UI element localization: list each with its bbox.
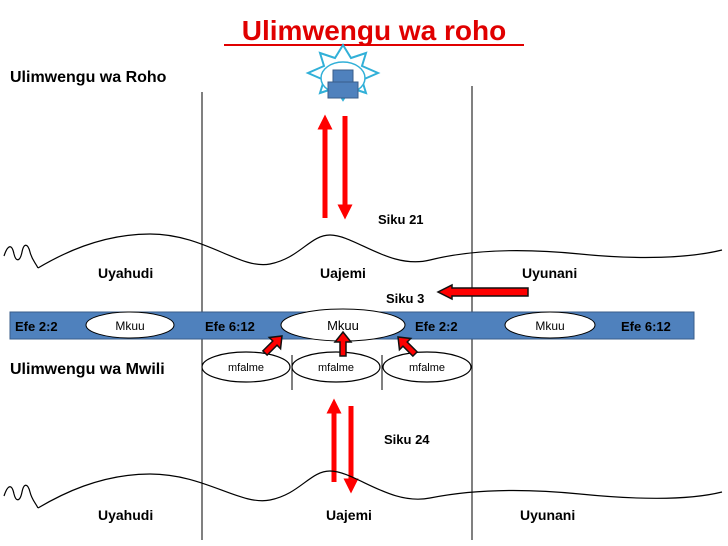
throne-sun-icon: [305, 43, 381, 102]
kingdom-lower-3: Uyunani: [520, 507, 575, 523]
lower-wave-squiggle: [3, 484, 39, 509]
page-title: Ulimwengu wa roho: [242, 15, 506, 46]
king-oval-3: [382, 351, 472, 383]
king-oval-2: [291, 351, 381, 383]
king-label-2: mfalme: [318, 362, 354, 374]
arrow-left-middle: [436, 283, 529, 301]
arrow-king-1: [261, 335, 283, 357]
arrow-king-3: [397, 336, 419, 358]
kingdom-upper-3: Uyunani: [522, 265, 577, 281]
mkuu-label-1: Mkuu: [115, 319, 144, 333]
band-ref-2: Efe 6:12: [205, 319, 255, 334]
upper-wave-squiggle: [3, 244, 39, 269]
arrow-king-2: [333, 330, 353, 357]
spirit-realm-label: Ulimwengu wa Roho: [10, 69, 167, 86]
band-ref-3: Efe 2:2: [415, 319, 458, 334]
kingdom-lower-2: Uajemi: [326, 507, 372, 523]
band-ref-1: Efe 2:2: [15, 319, 58, 334]
kingdom-lower-1: Uyahudi: [98, 507, 153, 523]
king-label-3: mfalme: [409, 362, 445, 374]
mkuu-oval-1: [85, 311, 175, 339]
flesh-realm-label: Ulimwengu wa Mwili: [10, 361, 165, 378]
mkuu-label-3: Mkuu: [535, 319, 564, 333]
lower-wave-line: [37, 470, 723, 509]
mkuu-oval-3: [504, 311, 596, 339]
kingdom-upper-1: Uyahudi: [98, 265, 153, 281]
kingdom-upper-2: Uajemi: [320, 265, 366, 281]
mkuu-label-2: Mkuu: [327, 318, 359, 333]
king-label-1: mfalme: [228, 362, 264, 374]
king-oval-1: [201, 351, 291, 383]
band-ref-4: Efe 6:12: [621, 319, 671, 334]
upper-wave-line: [37, 233, 723, 269]
day-label-top: Siku 21: [378, 212, 424, 227]
day-label-middle: Siku 3: [386, 291, 424, 306]
day-label-bottom: Siku 24: [384, 432, 430, 447]
